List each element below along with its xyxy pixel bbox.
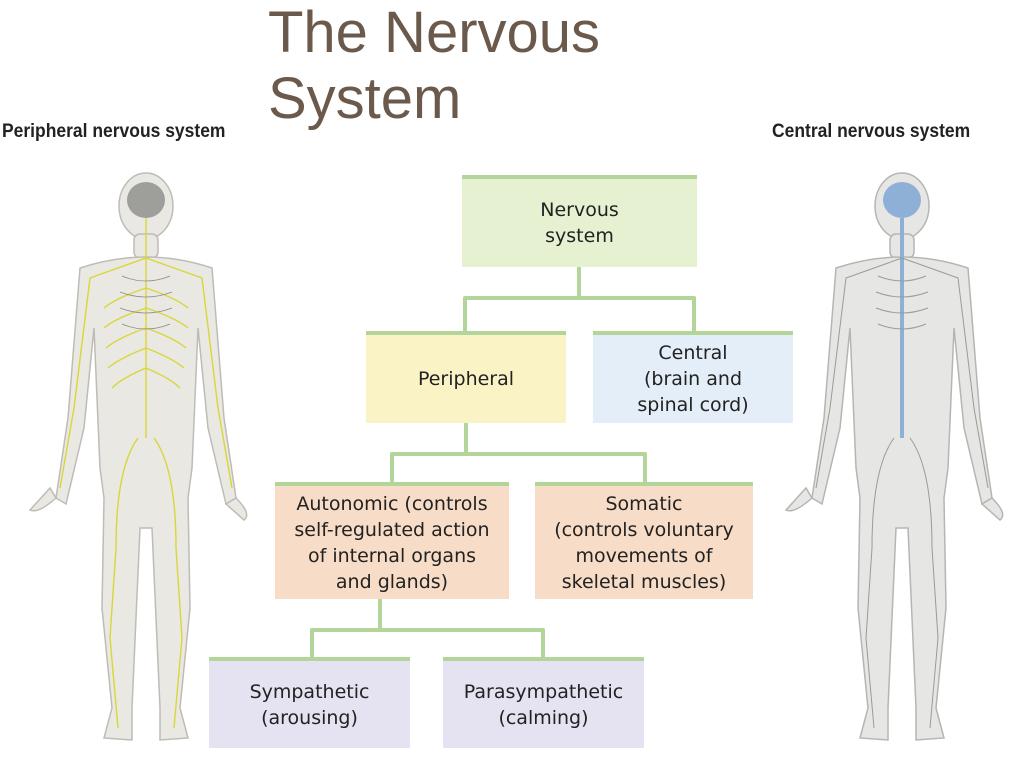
central-nervous-system-label: Central nervous system bbox=[772, 121, 971, 142]
peripheral-box: Peripheral bbox=[366, 331, 566, 423]
central-nervous-system-figure bbox=[784, 172, 1004, 741]
peripheral-nervous-system-label: Peripheral nervous system bbox=[2, 121, 226, 142]
connector-peripheral-branches bbox=[390, 422, 647, 483]
sympathetic-box: Sympathetic (arousing) bbox=[209, 657, 410, 748]
peripheral-nervous-system-figure bbox=[28, 172, 248, 741]
parasympathetic-box: Parasympathetic (calming) bbox=[443, 657, 644, 748]
somatic-box: Somatic (controls voluntary movements of… bbox=[535, 482, 753, 599]
central-box: Central (brain and spinal cord) bbox=[593, 331, 793, 423]
connector-autonomic-branches bbox=[310, 598, 545, 658]
nervous-system-box: Nervous system bbox=[462, 175, 697, 267]
slide-title: The Nervous System bbox=[268, 0, 601, 131]
connector-nervous-branches bbox=[463, 266, 696, 332]
autonomic-box: Autonomic (controls self-regulated actio… bbox=[275, 482, 509, 599]
